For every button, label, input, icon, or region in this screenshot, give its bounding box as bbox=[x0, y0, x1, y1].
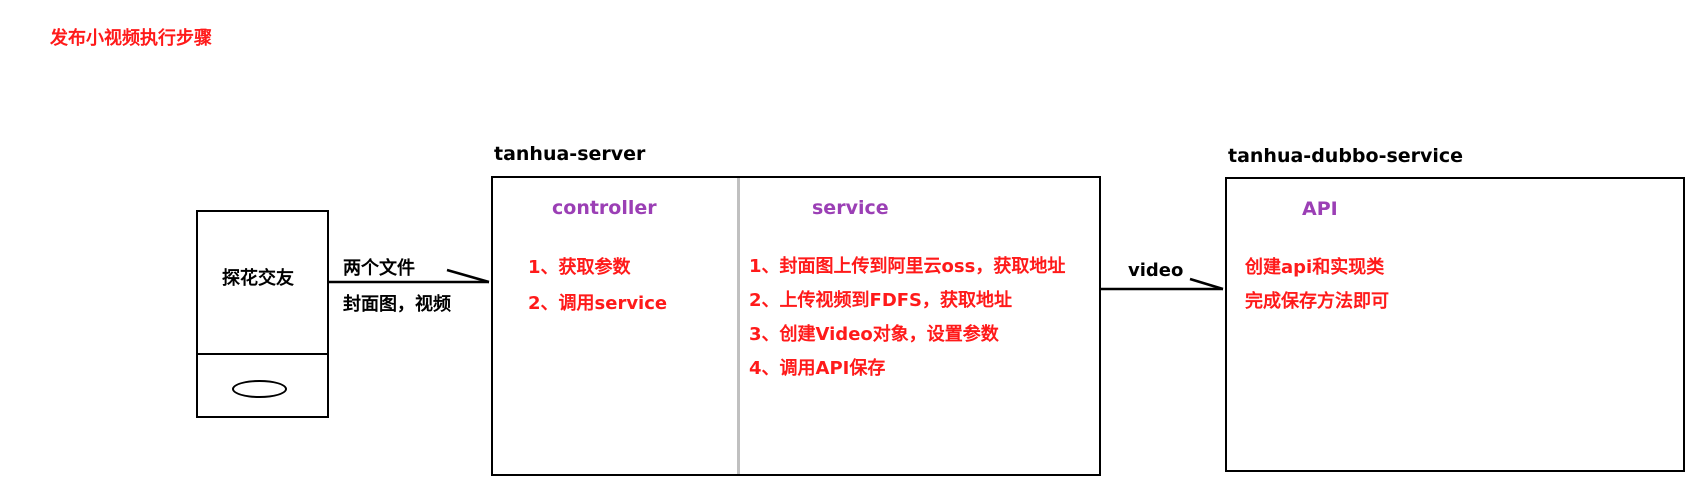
api-heading: API bbox=[1302, 198, 1338, 220]
phone-divider bbox=[196, 353, 329, 355]
server-box: controller 1、获取参数 2、调用service service 1、… bbox=[491, 176, 1101, 476]
server-divider bbox=[737, 178, 740, 474]
service-step-3: 3、创建Video对象，设置参数 bbox=[749, 324, 999, 345]
dubbo-box: API 创建api和实现类 完成保存方法即可 bbox=[1225, 177, 1685, 472]
home-button-icon bbox=[232, 380, 287, 398]
controller-step-1: 1、获取参数 bbox=[528, 257, 631, 278]
client-label: 探花交友 bbox=[222, 268, 294, 289]
phone-client-box: 探花交友 bbox=[196, 210, 329, 418]
server-to-dubbo-arrow bbox=[1101, 277, 1224, 291]
dubbo-title: tanhua-dubbo-service bbox=[1228, 145, 1464, 167]
service-step-4: 4、调用API保存 bbox=[749, 358, 886, 379]
service-step-1: 1、封面图上传到阿里云oss，获取地址 bbox=[749, 256, 1066, 277]
server-arrow-label: video bbox=[1128, 260, 1184, 281]
page-title: 发布小视频执行步骤 bbox=[50, 28, 212, 49]
dubbo-step-1: 创建api和实现类 bbox=[1245, 257, 1385, 278]
server-title: tanhua-server bbox=[494, 143, 646, 165]
service-step-2: 2、上传视频到FDFS，获取地址 bbox=[749, 290, 1013, 311]
client-arrow-label-1: 两个文件 bbox=[343, 258, 415, 279]
controller-heading: controller bbox=[552, 197, 657, 219]
controller-step-2: 2、调用service bbox=[528, 293, 668, 314]
client-to-server-arrow bbox=[329, 268, 490, 284]
client-arrow-label-2: 封面图，视频 bbox=[343, 294, 451, 315]
dubbo-step-2: 完成保存方法即可 bbox=[1245, 291, 1389, 312]
service-heading: service bbox=[812, 197, 889, 219]
